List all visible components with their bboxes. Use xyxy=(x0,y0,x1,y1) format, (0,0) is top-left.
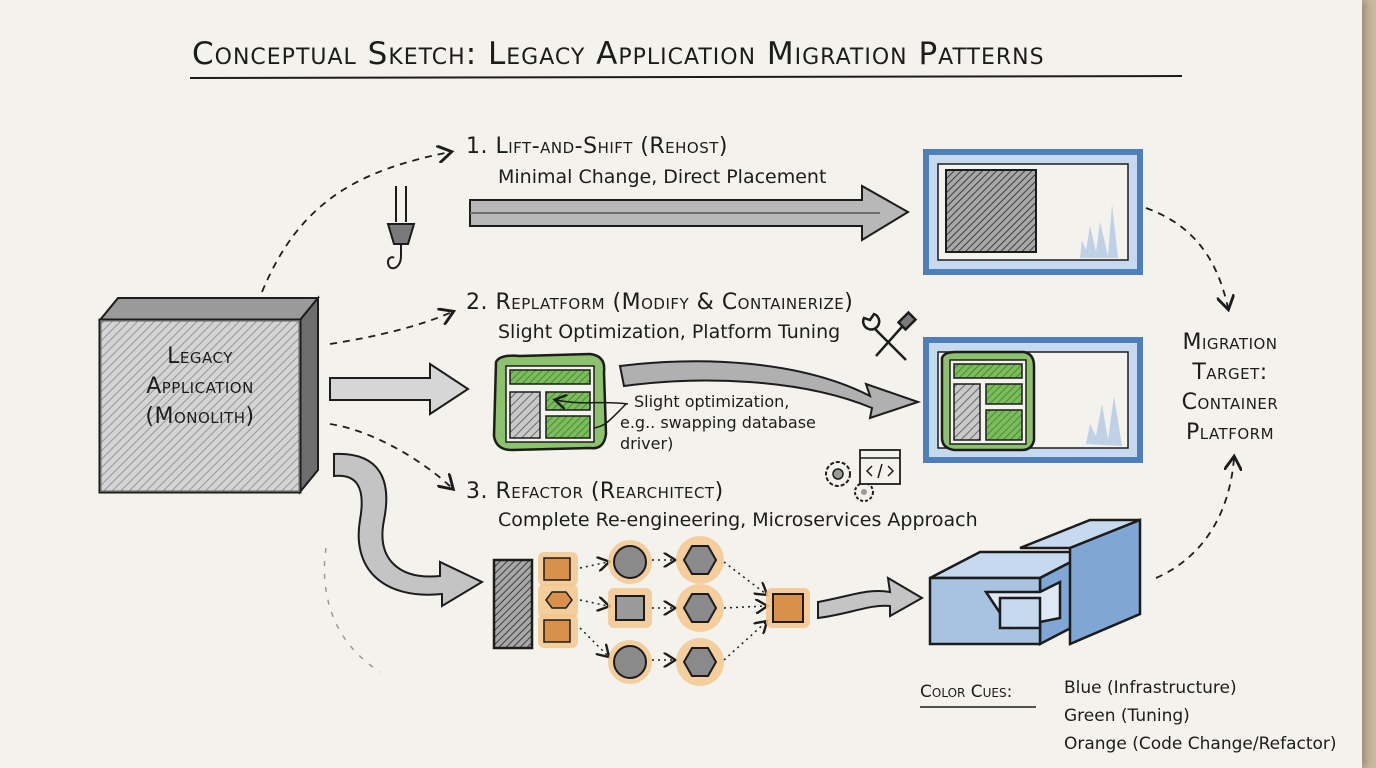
service-aggregator xyxy=(766,588,810,628)
dashed-arc-target-bottom xyxy=(1155,458,1234,579)
dashed-arc-to-lift xyxy=(261,152,450,293)
dashed-arc-to-replatform xyxy=(329,312,452,345)
target-label-line2: Target: xyxy=(1192,360,1268,385)
pattern-1-subtitle: Minimal Change, Direct Placement xyxy=(498,166,827,188)
pattern-2-heading: 2. Replatform (Modify & Containerize) xyxy=(466,290,854,315)
refactor-monolith-bar xyxy=(492,558,534,650)
target-box-lift xyxy=(923,149,1143,275)
annotation-line1: Slight optimization, xyxy=(634,392,790,411)
pattern-1-heading: 1. Lift-and-Shift (Rehost) xyxy=(466,134,728,159)
target-label-line1: Migration xyxy=(1182,330,1278,355)
replatform-entry-arrow xyxy=(329,362,470,416)
legacy-monolith-box xyxy=(97,295,321,495)
service-nodes-col3 xyxy=(676,536,724,686)
service-nodes-col2 xyxy=(608,540,652,684)
pattern-3-subtitle: Complete Re-engineering, Microservices A… xyxy=(498,509,978,531)
refactor-curved-arrow xyxy=(333,452,485,608)
replatform-curved-arrow xyxy=(618,360,922,420)
target-label-line4: Platform xyxy=(1185,420,1275,445)
service-nodes-col1 xyxy=(538,552,578,648)
title-underline xyxy=(189,75,1183,79)
wrench-screwdriver-icon xyxy=(861,310,918,361)
annotation-line2: e.g.. swapping database xyxy=(620,413,816,432)
dashed-arc-target-top xyxy=(1145,207,1228,308)
service-links xyxy=(579,560,766,660)
dashed-arc-lower-left xyxy=(323,547,381,673)
legend-item-green: Green (Tuning) xyxy=(1064,706,1190,726)
legend-item-blue: Blue (Infrastructure) xyxy=(1064,678,1237,698)
legacy-label-line2: Application xyxy=(146,374,254,399)
dashed-arc-to-refactor xyxy=(329,423,452,488)
legacy-label-line3: (Monolith) xyxy=(145,404,255,429)
legend-item-orange: Orange (Code Change/Refactor) xyxy=(1064,734,1337,754)
gears-code-icon xyxy=(825,449,901,502)
pattern-3-heading: 3. Refactor (Rearchitect) xyxy=(466,479,724,504)
page-title: Conceptual Sketch: Legacy Application Mi… xyxy=(192,36,1045,72)
pattern-2-subtitle: Slight Optimization, Platform Tuning xyxy=(498,321,841,343)
lift-and-shift-arrow xyxy=(469,184,910,242)
annotation-pointer xyxy=(556,400,629,404)
refactor-output-arrow xyxy=(817,576,925,620)
legacy-label-line1: Legacy xyxy=(167,344,233,369)
annotation-line3: driver) xyxy=(620,434,674,453)
target-box-refactor xyxy=(928,518,1142,647)
target-label-line3: Container xyxy=(1181,390,1279,415)
target-box-replatform xyxy=(923,337,1143,463)
crane-hook-icon xyxy=(386,186,416,270)
annotation-bracket xyxy=(593,403,627,429)
replatform-tile xyxy=(492,352,608,452)
legend-title: Color Cues: xyxy=(920,682,1013,702)
